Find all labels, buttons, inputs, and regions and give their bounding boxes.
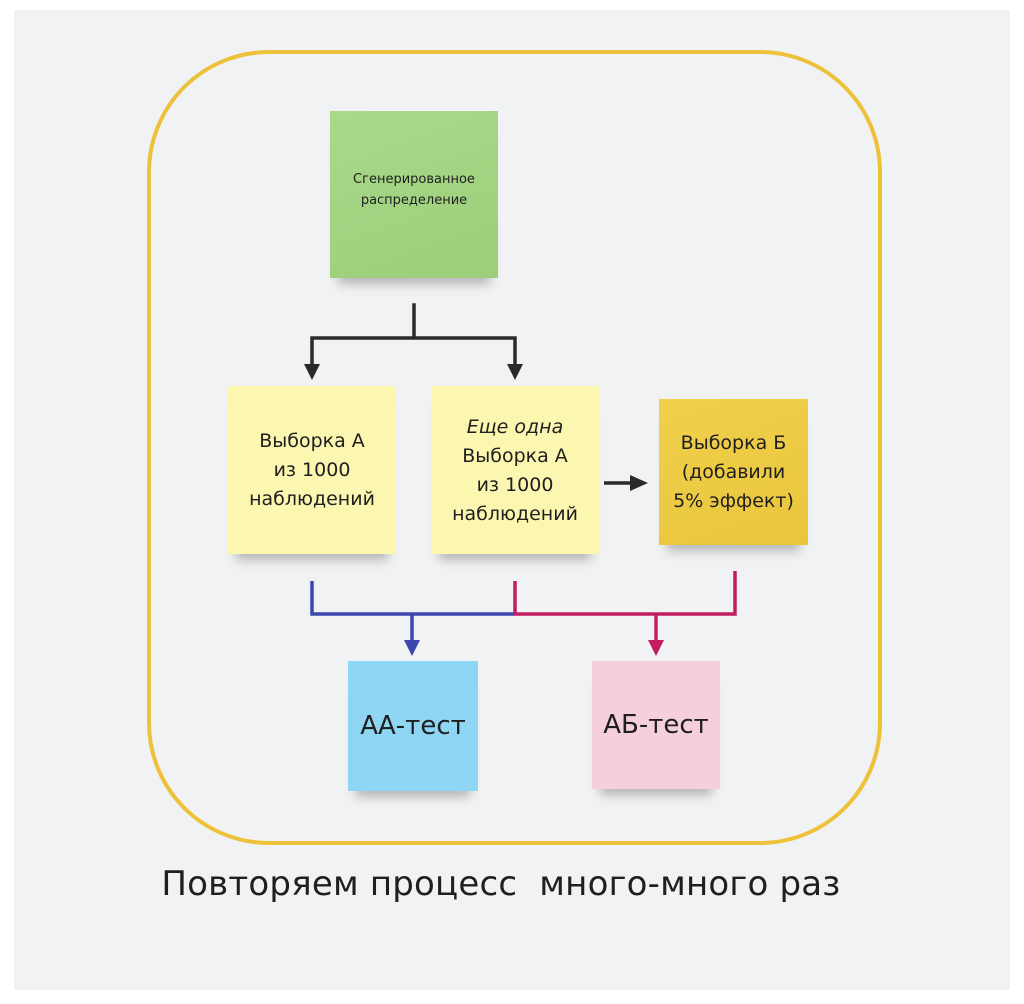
note-text-line: 5% эффект) (673, 489, 794, 512)
note-text-line: из 1000 (476, 474, 554, 496)
diagram-caption: Повторяем процесс много-много раз (161, 864, 841, 904)
note-text-line: Выборка А (462, 445, 568, 467)
edge-samples-to-aa-test (310, 581, 514, 642)
arrowhead-to-ab-test (648, 640, 664, 656)
note-text-line: наблюдений (452, 503, 578, 525)
note-text-line: распределение (360, 192, 468, 208)
arrowhead-to-aa-test (404, 640, 420, 656)
note-sample-a: Выборка А из 1000 наблюдений (228, 386, 396, 554)
note-label: АА-тест (360, 711, 466, 741)
grouping-frame (147, 50, 882, 845)
note-text-line: из 1000 (273, 458, 351, 481)
note-text-line: Сгенерированное (353, 171, 475, 187)
note-text-line: наблюдений (249, 487, 375, 510)
note-sample-b: Выборка Б (добавили 5% эффект) (659, 399, 808, 545)
arrowhead-to-sample-a2 (507, 364, 523, 380)
note-aa-test: АА-тест (348, 661, 478, 791)
edge-generated-to-samples (310, 303, 517, 368)
note-ab-test: АБ-тест (592, 661, 720, 789)
note-another-sample-a: Еще одна Выборка А из 1000 наблюдений (431, 386, 599, 554)
note-label: АБ-тест (603, 710, 709, 740)
arrowhead-to-sample-a (304, 364, 320, 380)
note-text-line: (добавили (681, 460, 786, 483)
arrowhead-to-sample-b (630, 475, 648, 491)
note-generated-distribution: Сгенерированное распределение (330, 111, 498, 278)
note-text-line: Выборка А (259, 429, 365, 452)
note-emphasis: Еще одна (466, 416, 564, 438)
note-text-line: Выборка Б (680, 431, 787, 454)
edge-samples-to-ab-test (513, 571, 737, 642)
